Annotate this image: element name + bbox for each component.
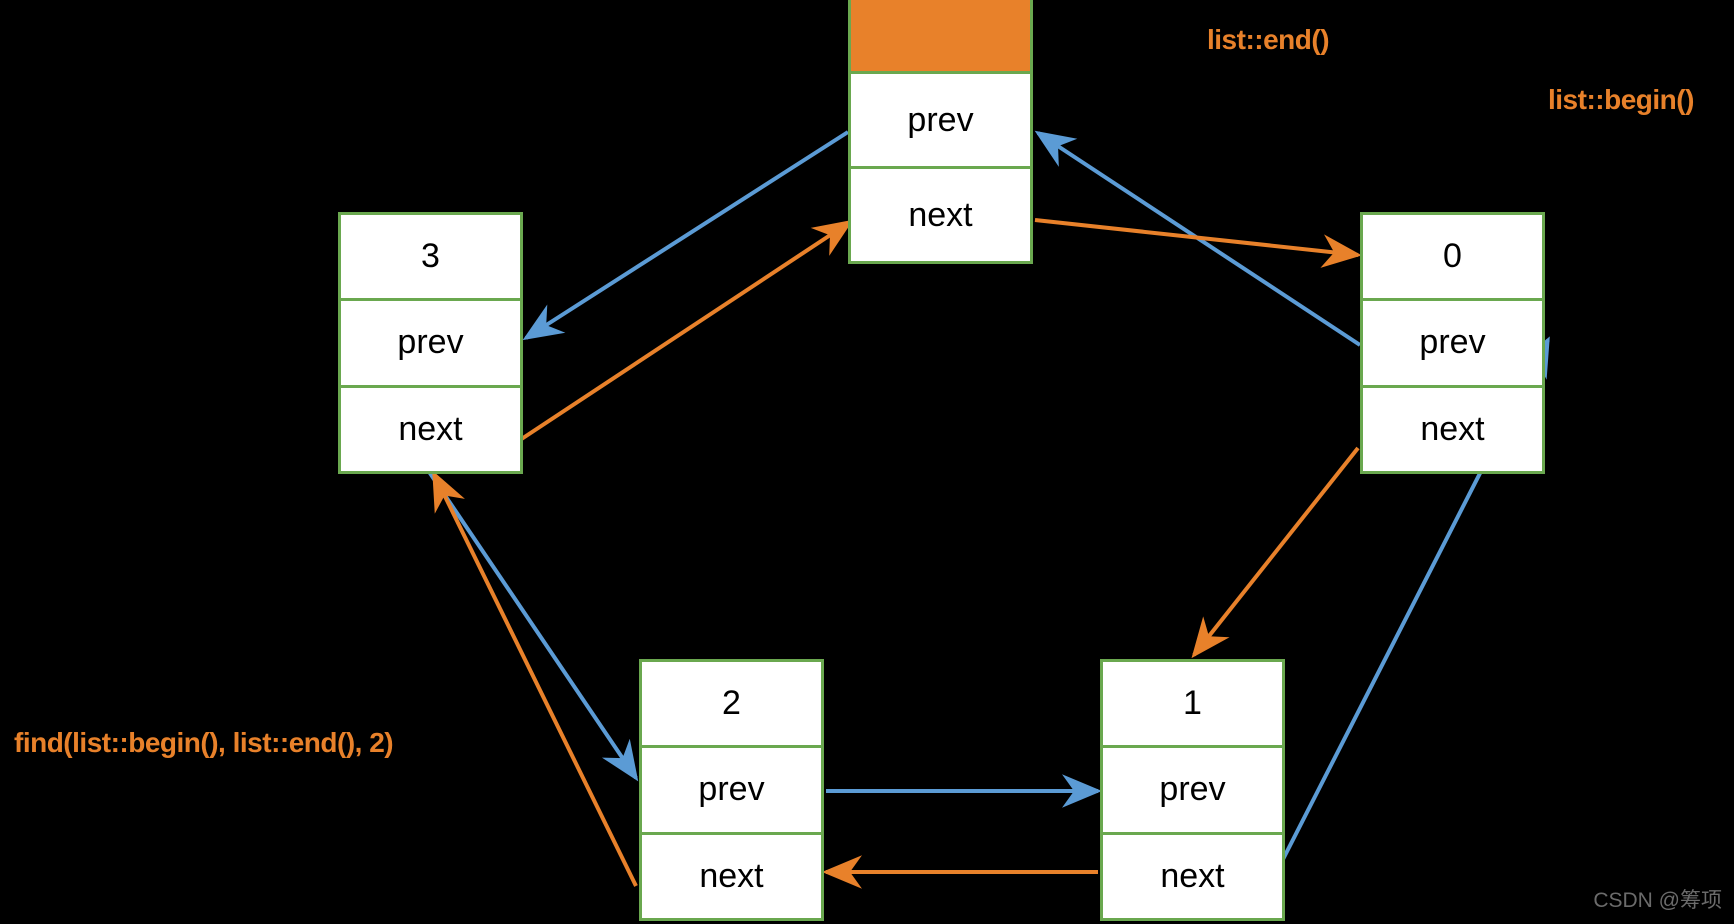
node-0[interactable]: 0 prev next xyxy=(1360,212,1545,474)
node-sentinel[interactable]: prev next xyxy=(848,0,1033,264)
node-1-value: 1 xyxy=(1103,662,1282,749)
node-sentinel-next: next xyxy=(851,169,1030,261)
arrow-node0-next-to-node1 xyxy=(1191,446,1360,659)
node-0-next: next xyxy=(1363,387,1542,471)
node-sentinel-prev: prev xyxy=(851,74,1030,169)
node-2-value: 2 xyxy=(642,662,821,749)
node-3-prev: prev xyxy=(341,301,520,388)
arrow-sentinel-next-to-node0 xyxy=(1034,218,1362,268)
node-1-next: next xyxy=(1103,834,1282,918)
node-0-prev: prev xyxy=(1363,301,1542,388)
node-3-value: 3 xyxy=(341,215,520,302)
node-sentinel-value xyxy=(851,0,1030,74)
csdn-watermark: CSDN @筹项 xyxy=(1593,889,1722,912)
node-1-prev: prev xyxy=(1103,748,1282,835)
arrow-node2-next-to-node3 xyxy=(432,470,638,887)
node-2[interactable]: 2 prev next xyxy=(639,659,824,921)
arrow-node3-next-to-sentinel xyxy=(518,219,854,442)
annotation-list-end: list::end() xyxy=(1207,24,1330,55)
arrow-node0-prev-to-sentinel xyxy=(1034,130,1362,347)
annotation-list-begin: list::begin() xyxy=(1548,84,1694,115)
node-2-prev: prev xyxy=(642,748,821,835)
arrow-sentinel-prev-to-node3 xyxy=(522,130,850,341)
node-2-next: next xyxy=(642,834,821,918)
node-1[interactable]: 1 prev next xyxy=(1100,659,1285,921)
node-0-value: 0 xyxy=(1363,215,1542,302)
node-3-next: next xyxy=(341,387,520,471)
annotation-find-call: find(list::begin(), list::end(), 2) xyxy=(14,727,394,758)
node-3[interactable]: 3 prev next xyxy=(338,212,523,474)
